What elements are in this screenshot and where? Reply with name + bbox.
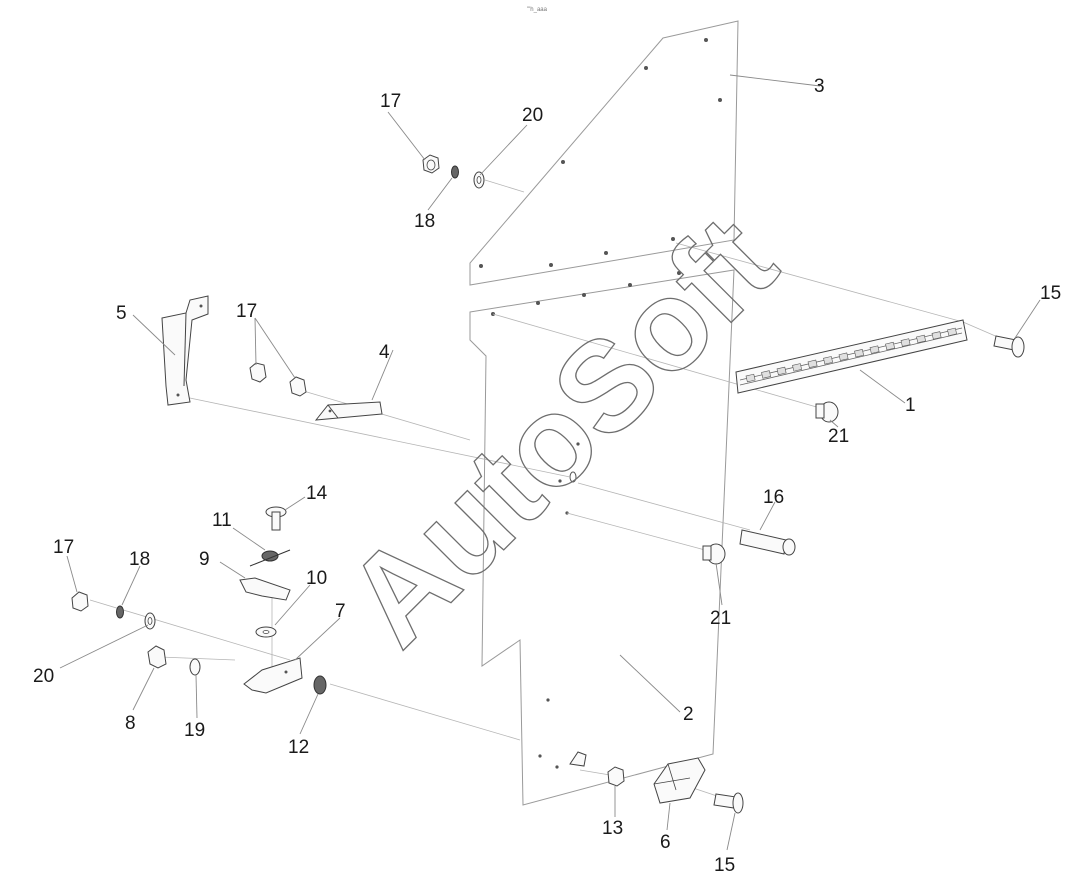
callout-12: 12: [288, 737, 309, 758]
callout-9: 9: [199, 549, 210, 570]
spring-part-12: [313, 675, 327, 695]
callout-3: 3: [814, 76, 825, 97]
leader-lines: [59, 74, 1041, 851]
nut-17-left: [71, 591, 89, 612]
hinge-knuckles: [745, 327, 958, 383]
nut-17-mid-a: [249, 362, 267, 383]
callout-20-top: 20: [522, 105, 543, 126]
hinge-knuckle: [931, 331, 942, 340]
bracket-part-5: [161, 295, 209, 406]
pin-part-14: [265, 506, 287, 531]
washer-18-top: [451, 165, 459, 179]
watermark: AutoSoft: [319, 189, 803, 673]
callout-17-left: 17: [53, 537, 74, 558]
washer-part-10: [255, 626, 277, 638]
callout-15-upper: 15: [1040, 283, 1061, 304]
plate-part-4: [314, 401, 383, 421]
callout-10: 10: [306, 568, 327, 589]
callout-18-left: 18: [129, 549, 150, 570]
spring-part-11: [249, 549, 291, 567]
callout-19: 19: [184, 720, 205, 741]
hinge-knuckle: [823, 356, 834, 365]
hinge-knuckle: [900, 338, 911, 347]
pin-part-16: [739, 529, 796, 556]
panel-3: [469, 20, 739, 286]
cover-part-6: [653, 757, 706, 804]
hinge-knuckle: [854, 348, 865, 358]
callout-16: 16: [763, 487, 784, 508]
hinge-knuckle: [947, 327, 958, 337]
washer-20-top: [473, 171, 485, 189]
hinge-knuckle: [745, 373, 756, 383]
lever-part-9: [239, 577, 291, 601]
hinge-knuckle: [916, 334, 927, 344]
callout-17-top: 17: [380, 91, 401, 112]
callout-20-left: 20: [33, 666, 54, 687]
callout-8: 8: [125, 713, 136, 734]
watermark-text: AutoSoft: [320, 189, 803, 672]
plug-part-21-upper: [815, 401, 839, 423]
catch-bracket: [569, 751, 587, 767]
callout-21-lower: 21: [710, 608, 731, 629]
callout-13: 13: [602, 818, 623, 839]
corner-mark: "'h_aaa: [527, 7, 548, 13]
cap-part-8: [147, 645, 167, 669]
callout-2: 2: [683, 704, 694, 725]
callout-21-upper: 21: [828, 426, 849, 447]
washer-20-left: [144, 612, 156, 630]
latch-part-7: [243, 657, 303, 694]
hinge-part-1: [735, 319, 968, 394]
nut-17-top: [422, 154, 440, 174]
hinge-knuckle: [869, 345, 880, 354]
callout-1: 1: [905, 395, 916, 416]
callout-11: 11: [212, 510, 232, 531]
washer-part-19: [189, 658, 201, 676]
hinge-knuckle: [838, 352, 849, 361]
plug-part-21-lower: [702, 543, 726, 565]
callout-14: 14: [306, 483, 328, 504]
callout-18-top: 18: [414, 211, 435, 232]
washer-18-left: [116, 605, 124, 619]
callout-4: 4: [379, 342, 390, 363]
callout-labels: 1 2 3 4 5 6 7 8 9 10 11 12 13 14 15 15 1…: [33, 76, 1061, 876]
hinge-knuckle: [776, 366, 787, 376]
nut-part-13: [607, 766, 625, 787]
callout-15-lower: 15: [714, 855, 735, 876]
bolt-part-15-lower: [713, 792, 744, 814]
callout-17-mid: 17: [236, 301, 257, 322]
assembly-lines: [89, 179, 1001, 798]
hinge-knuckle: [761, 370, 772, 379]
nut-17-mid-b: [289, 376, 307, 397]
callout-5: 5: [116, 303, 127, 324]
callout-7: 7: [335, 601, 346, 622]
bolt-part-15-upper: [993, 335, 1025, 358]
panel-2: [469, 269, 735, 806]
hinge-knuckle: [792, 363, 803, 372]
hinge-knuckle: [807, 359, 818, 369]
callout-6: 6: [660, 832, 671, 853]
hinge-knuckle: [885, 341, 896, 351]
